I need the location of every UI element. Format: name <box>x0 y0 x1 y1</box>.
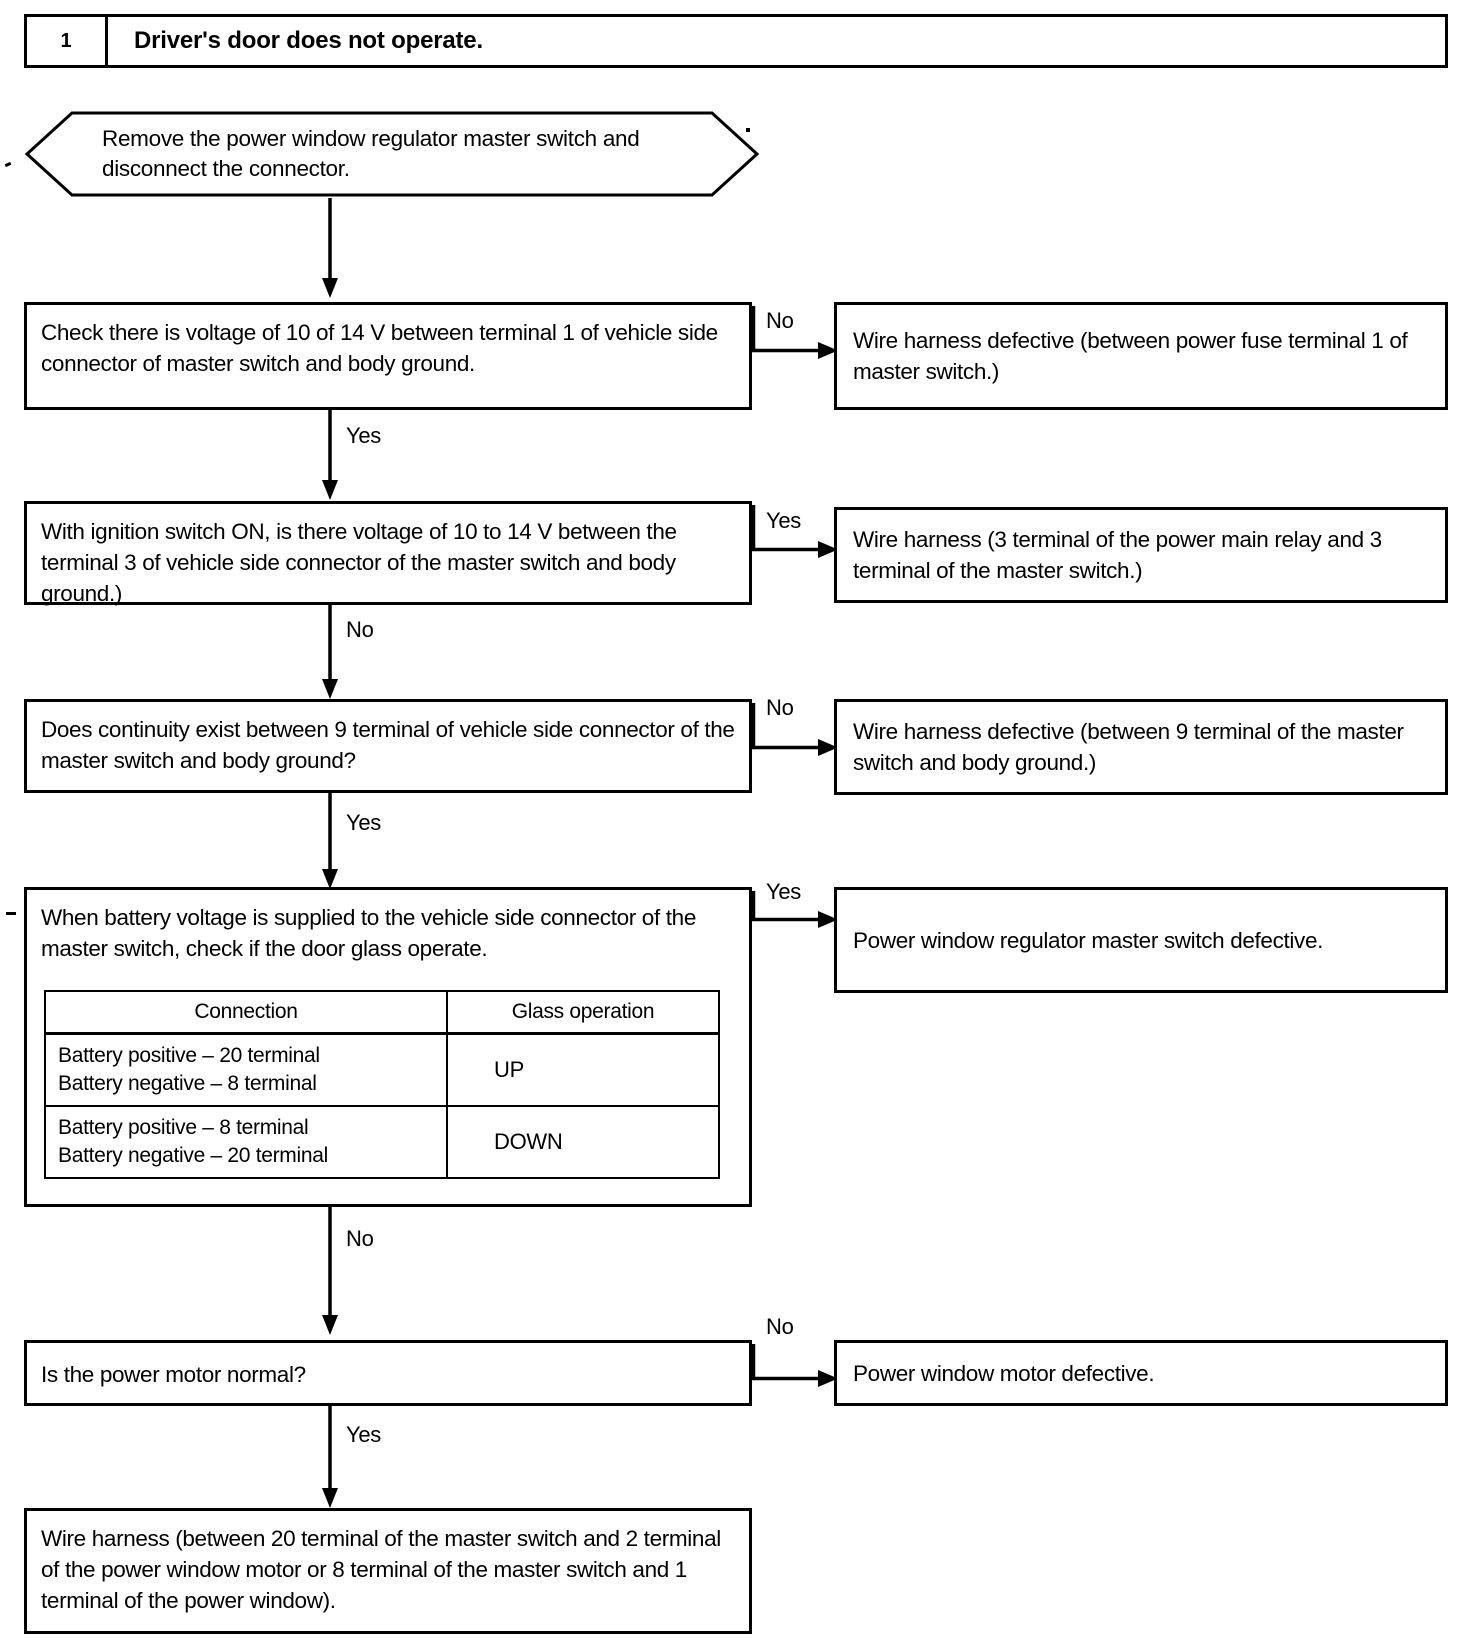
step-4-continue-label: No <box>346 1226 374 1251</box>
final-result-box: Wire harness (between 20 terminal of the… <box>24 1508 752 1634</box>
step-3-result-text: Wire harness defective (between 9 termin… <box>853 719 1404 775</box>
step-1-result-box: Wire harness defective (between power fu… <box>834 302 1448 410</box>
hexagon-shape <box>24 111 760 197</box>
connector-start-to-step1 <box>318 198 342 302</box>
connector-step1-to-step2 <box>318 410 342 502</box>
connector-step4-to-step5 <box>318 1207 342 1337</box>
step-4-question-text: When battery voltage is supplied to the … <box>41 905 697 961</box>
table-cell-operation: DOWN <box>446 1105 720 1179</box>
connector-step4-branch <box>752 891 842 935</box>
connector-step3-branch <box>752 703 842 765</box>
step-4-branch-label: Yes <box>766 879 801 904</box>
step-2-question-box: With ignition switch ON, is there voltag… <box>24 501 752 606</box>
scan-artifact <box>6 912 16 915</box>
step-5-result-box: Power window motor defective. <box>834 1340 1448 1406</box>
step-3-question-text: Does continuity exist between 9 terminal… <box>41 717 735 773</box>
step-4-result-box: Power window regulator master switch def… <box>834 887 1448 993</box>
connection-line-1: Battery positive – 20 terminal <box>58 1044 320 1067</box>
connector-step2-branch <box>752 505 842 567</box>
step-1-continue-label: Yes <box>346 423 381 448</box>
table-cell-connection: Battery positive – 8 terminal Battery ne… <box>44 1105 448 1179</box>
step-5-result-text: Power window motor defective. <box>853 1360 1155 1386</box>
table-header-glass-operation: Glass operation <box>446 990 720 1035</box>
step-1-question-box: Check there is voltage of 10 of 14 V bet… <box>24 302 752 410</box>
final-result-text: Wire harness (between 20 terminal of the… <box>41 1526 721 1613</box>
step-1-branch-label: No <box>766 308 794 333</box>
step-2-branch-label: Yes <box>766 508 801 533</box>
connector-step5-to-final <box>318 1406 342 1510</box>
table-cell-operation: UP <box>446 1032 720 1107</box>
connector-step3-to-step4 <box>318 793 342 891</box>
step-3-continue-label: Yes <box>346 810 381 835</box>
step-5-branch-label: No <box>766 1314 794 1339</box>
step-5-question-box: Is the power motor normal? <box>24 1340 752 1406</box>
step-3-branch-label: No <box>766 695 794 720</box>
step-2-result-text: Wire harness (3 terminal of the power ma… <box>853 527 1382 583</box>
fault-title: Driver's door does not operate. <box>134 27 483 54</box>
connector-step1-branch <box>752 306 842 368</box>
scan-artifact <box>4 161 12 168</box>
table-header-row: Connection Glass operation <box>44 990 720 1035</box>
table-cell-connection: Battery positive – 20 terminal Battery n… <box>44 1032 448 1107</box>
step-2-result-box: Wire harness (3 terminal of the power ma… <box>834 507 1448 603</box>
connection-line-2: Battery negative – 20 terminal <box>58 1144 328 1167</box>
step-1-result-text: Wire harness defective (between power fu… <box>853 328 1408 384</box>
step-4-result-text: Power window regulator master switch def… <box>853 927 1324 953</box>
step-5-continue-label: Yes <box>346 1422 381 1447</box>
step-2-question-text: With ignition switch ON, is there voltag… <box>41 519 677 606</box>
connector-step2-to-step3 <box>318 605 342 701</box>
start-node: Remove the power window regulator master… <box>24 110 760 198</box>
connection-line-2: Battery negative – 8 terminal <box>58 1072 317 1095</box>
step-3-question-box: Does continuity exist between 9 terminal… <box>24 699 752 793</box>
scan-artifact <box>746 128 750 132</box>
step-3-result-box: Wire harness defective (between 9 termin… <box>834 699 1448 795</box>
glass-operation-table: Connection Glass operation Battery posit… <box>44 990 720 1179</box>
table-header-connection: Connection <box>44 990 448 1035</box>
step-2-continue-label: No <box>346 617 374 642</box>
table-row: Battery positive – 20 terminal Battery n… <box>44 1032 720 1107</box>
start-node-label: Remove the power window regulator master… <box>102 126 640 181</box>
connection-line-1: Battery positive – 8 terminal <box>58 1116 309 1139</box>
step-1-question-text: Check there is voltage of 10 of 14 V bet… <box>41 320 718 376</box>
table-row: Battery positive – 8 terminal Battery ne… <box>44 1105 720 1179</box>
step-5-question-text: Is the power motor normal? <box>41 1362 306 1387</box>
connector-step5-branch <box>752 1344 842 1394</box>
fault-number: 1 <box>27 17 108 65</box>
fault-title-bar: 1 Driver's door does not operate. <box>24 14 1448 68</box>
